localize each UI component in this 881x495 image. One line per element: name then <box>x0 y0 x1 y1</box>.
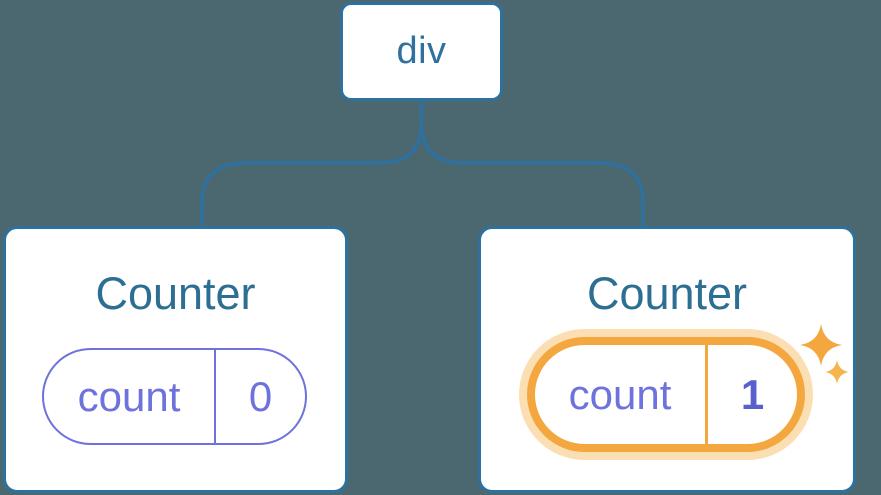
state-key: count <box>44 350 216 443</box>
state-value: 0 <box>248 372 273 420</box>
sparkles-icon <box>800 324 849 384</box>
state-value: 1 <box>740 370 765 418</box>
counter-card-right: Counter count 1 <box>478 226 856 493</box>
counter-card-left: Counter count 0 <box>3 226 348 493</box>
connector-left-branch <box>200 101 424 230</box>
component-title: Counter <box>95 268 256 319</box>
state-key: count <box>535 345 708 444</box>
root-node-label: div <box>396 30 447 72</box>
root-node-div: div <box>340 2 503 101</box>
state-pill: count 0 <box>42 348 307 445</box>
connector-right-branch <box>419 101 645 230</box>
state-pill-highlighted: count 1 <box>527 337 805 452</box>
component-title: Counter <box>586 268 748 319</box>
